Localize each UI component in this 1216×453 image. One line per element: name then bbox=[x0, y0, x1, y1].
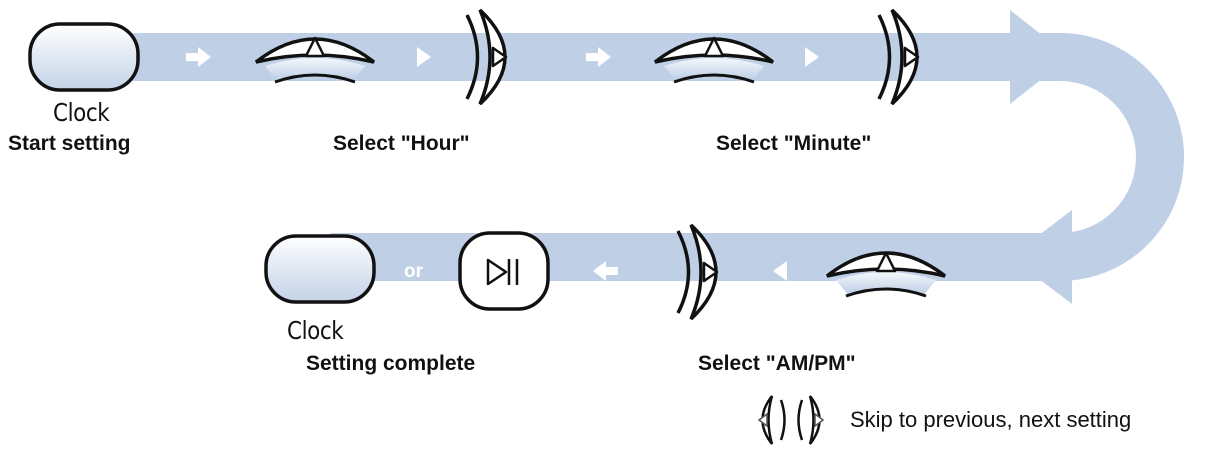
right-arc-button-icon bbox=[676, 223, 719, 321]
up-arc-button-icon bbox=[653, 36, 775, 84]
select-minute-caption: Select "Minute" bbox=[716, 132, 872, 155]
setting-complete-caption: Setting complete bbox=[306, 352, 476, 375]
flow-band bbox=[100, 10, 1184, 304]
clock-end-title: Clock bbox=[287, 316, 344, 345]
start-setting-caption: Start setting bbox=[8, 132, 131, 155]
clock-start-title: Clock bbox=[53, 98, 110, 127]
select-hour-caption: Select "Hour" bbox=[333, 132, 470, 155]
right-arc-button-icon bbox=[465, 8, 508, 106]
play-pause-button-icon bbox=[458, 231, 550, 311]
clock-button-icon bbox=[264, 234, 376, 304]
prev-next-arc-icon bbox=[757, 395, 825, 445]
or-label: or bbox=[404, 261, 423, 282]
clock-button-icon bbox=[28, 22, 140, 92]
arrow-icon bbox=[186, 47, 819, 281]
up-arc-button-icon bbox=[825, 251, 947, 298]
select-ampm-caption: Select "AM/PM" bbox=[698, 352, 856, 375]
legend-text: Skip to previous, next setting bbox=[850, 407, 1132, 432]
up-arc-button-icon bbox=[254, 36, 376, 84]
right-arc-button-icon bbox=[877, 8, 920, 106]
